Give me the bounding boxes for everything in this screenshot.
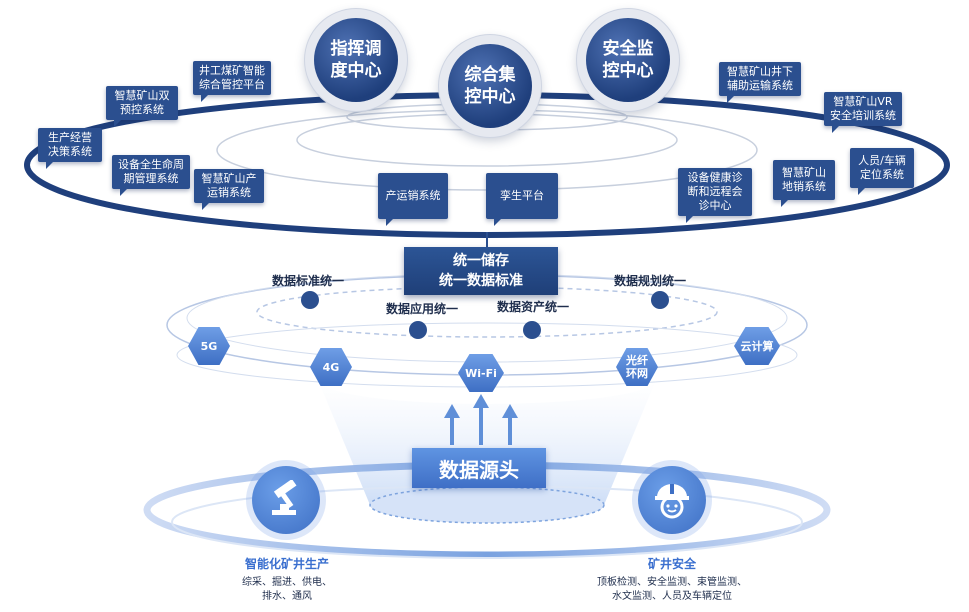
- network-5g-label: 5G: [200, 339, 218, 353]
- safety-desc-line1: 顶板检测、安全监测、束管监测、: [597, 577, 747, 588]
- system-label: 智慧矿山井下辅助运输系统: [719, 62, 801, 103]
- system-label-line1: 孪生平台: [500, 189, 544, 202]
- data-application-label: 数据应用统一: [386, 302, 459, 316]
- system-label: 智慧矿山双预控系统: [106, 86, 178, 127]
- system-label-line1: 生产经营: [48, 131, 92, 144]
- system-label-line1: 人员/车辆: [858, 154, 906, 167]
- unified-storage-banner: 统一储存 统一数据标准: [404, 247, 558, 295]
- banner-line1: 统一储存: [453, 253, 509, 269]
- hammer-icon: [272, 480, 297, 515]
- safety-desc: 顶板检测、安全监测、束管监测、 水文监测、人员及车辆定位: [586, 576, 758, 604]
- network-wifi-label: Wi-Fi: [465, 366, 497, 380]
- system-label-line1: 设备全生命周: [118, 158, 184, 171]
- data-assets-dot: [523, 321, 541, 339]
- data-assets-label: 数据资产统一: [497, 300, 570, 314]
- network-4g: 4G: [310, 348, 352, 386]
- system-label-line1: 产运销系统: [385, 189, 441, 202]
- data-up-arrows: [444, 394, 518, 445]
- data-application-dot: [409, 321, 427, 339]
- dispatch-center: 指挥调度中心: [314, 18, 398, 102]
- system-label-line1: 井工煤矿智能: [199, 64, 265, 77]
- integrated-center-line1: 综合集: [464, 65, 516, 85]
- safety-center-line2: 控中心: [602, 61, 654, 81]
- banner-line2: 统一数据标准: [439, 273, 523, 289]
- production-desc-line2: 排水、通风: [262, 591, 312, 602]
- system-label-line3: 诊中心: [698, 199, 732, 212]
- network-4g-label: 4G: [322, 360, 340, 374]
- system-label: 产运销系统: [378, 173, 448, 226]
- network-cloud: 云计算: [734, 327, 780, 365]
- safety-helmet-icon: [638, 466, 706, 534]
- data-planning-label: 数据规划统一: [614, 274, 687, 288]
- system-label: 生产经营决策系统: [38, 128, 102, 169]
- dispatch-center-line1: 指挥调: [330, 39, 382, 59]
- system-label-line2: 定位系统: [860, 168, 904, 181]
- integrated-control-center: 综合集控中心: [448, 44, 532, 128]
- system-label: 设备全生命周期管理系统: [112, 155, 190, 196]
- system-label: 智慧矿山地销系统: [773, 160, 835, 207]
- safety-monitoring-center: 安全监控中心: [586, 18, 670, 102]
- network-fiber-line2: 环网: [626, 367, 648, 380]
- system-label-line2: 预控系统: [120, 103, 164, 116]
- dispatch-center-line2: 度中心: [330, 61, 382, 81]
- system-label-line1: 智慧矿山井下: [727, 65, 793, 78]
- helmet-worker-icon: [655, 484, 689, 519]
- integrated-center-line2: 控中心: [464, 87, 516, 107]
- system-label-line1: 设备健康诊: [687, 171, 743, 184]
- system-label-line2: 安全培训系统: [830, 109, 896, 122]
- system-label: 智慧矿山产运销系统: [194, 169, 264, 210]
- network-5g: 5G: [188, 327, 230, 365]
- system-label: 设备健康诊断和远程会诊中心: [678, 168, 752, 223]
- system-label-line2: 断和远程会: [687, 185, 743, 198]
- system-label-line2: 决策系统: [48, 145, 92, 158]
- system-label-line1: 智慧矿山双: [114, 89, 170, 102]
- data-source-box: 数据源头: [412, 448, 546, 488]
- system-label: 孪生平台: [486, 173, 558, 226]
- system-label-line2: 运销系统: [207, 186, 251, 199]
- system-label-line2: 期管理系统: [123, 172, 179, 185]
- network-fiber-line1: 光纤: [626, 354, 648, 367]
- system-label-line2: 辅助运输系统: [727, 79, 793, 92]
- network-cloud-label: 云计算: [740, 339, 774, 353]
- network-fiber-ring: 光纤环网: [616, 348, 658, 386]
- safety-desc-line2: 水文监测、人员及车辆定位: [612, 591, 732, 602]
- system-label-line1: 智慧矿山VR: [833, 95, 893, 108]
- production-title: 智能化矿井生产: [244, 557, 329, 571]
- data-standard-label: 数据标准统一: [272, 274, 345, 288]
- system-label-line1: 智慧矿山产: [201, 172, 257, 185]
- funnel-base: [369, 486, 605, 524]
- production-hammer-icon: [252, 466, 320, 534]
- system-label-line2: 地销系统: [782, 180, 826, 193]
- data-planning-dot: [651, 291, 669, 309]
- system-label: 井工煤矿智能综合管控平台: [193, 61, 271, 102]
- production-desc: 综采、掘进、供电、 排水、通风: [232, 576, 342, 604]
- system-label-line2: 综合管控平台: [199, 78, 265, 91]
- system-label-line1: 智慧矿山: [782, 166, 826, 179]
- data-standard-dot: [301, 291, 319, 309]
- safety-title: 矿井安全: [647, 557, 696, 571]
- safety-center-line1: 安全监: [602, 39, 654, 59]
- system-label: 人员/车辆定位系统: [850, 148, 914, 195]
- production-desc-line1: 综采、掘进、供电、: [242, 577, 332, 588]
